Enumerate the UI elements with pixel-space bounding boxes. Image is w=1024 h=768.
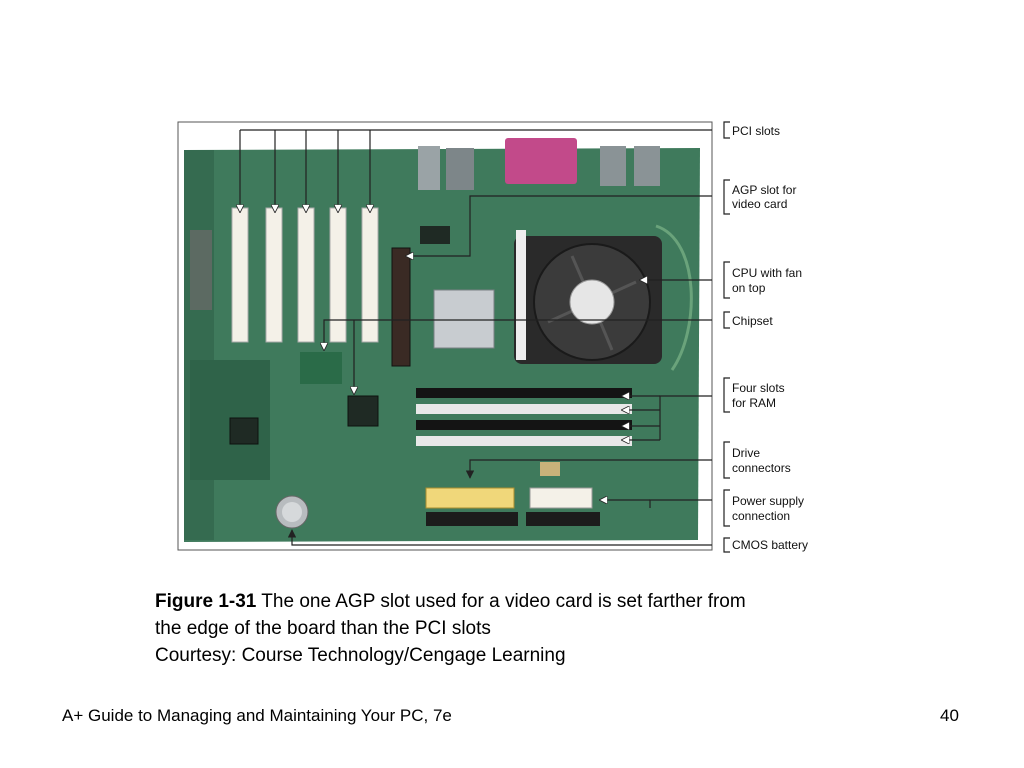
motherboard-figure: PCI slots AGP slot for video card CPU wi… xyxy=(177,121,808,553)
ram-slot xyxy=(416,420,632,430)
label-drive: Drive xyxy=(732,446,760,460)
pci-slot xyxy=(329,207,347,343)
chipset-chip xyxy=(347,395,379,427)
pci-slot xyxy=(361,207,379,343)
callout-labels: PCI slots AGP slot for video card CPU wi… xyxy=(732,124,808,552)
ram-slot xyxy=(416,388,632,398)
label-cmos: CMOS battery xyxy=(732,538,808,552)
caption-courtesy: Courtesy: Course Technology/Cengage Lear… xyxy=(155,645,566,666)
agp-slot xyxy=(391,247,411,367)
pci-slot xyxy=(265,207,283,343)
caption-text-1: The one AGP slot used for a video card i… xyxy=(256,591,746,612)
ram-slot xyxy=(416,436,632,446)
figure-caption: Figure 1-31 The one AGP slot used for a … xyxy=(155,588,875,669)
label-chipset: Chipset xyxy=(732,314,773,328)
parallel-port xyxy=(505,138,577,184)
callout-lines xyxy=(240,129,712,546)
ram-slot xyxy=(416,404,632,414)
label-ram-2: for RAM xyxy=(732,396,776,410)
label-power: Power supply xyxy=(732,494,804,508)
pci-slot xyxy=(297,207,315,343)
label-agp-slot-2: video card xyxy=(732,197,787,211)
ide-connector xyxy=(425,487,515,509)
caption-line-2: the edge of the board than the PCI slots xyxy=(155,618,491,639)
caption-line-1: Figure 1-31 The one AGP slot used for a … xyxy=(155,588,875,615)
label-pci-slots: PCI slots xyxy=(732,124,780,138)
label-agp-slot: AGP slot for xyxy=(732,183,796,197)
figure-number: Figure 1-31 xyxy=(155,591,257,612)
power-connector xyxy=(529,487,593,509)
label-power-2: connection xyxy=(732,509,790,523)
label-cpu: CPU with fan xyxy=(732,266,802,280)
label-ram: Four slots xyxy=(732,381,785,395)
footer-book-title: A+ Guide to Managing and Maintaining You… xyxy=(62,706,452,725)
footer-page-number: 40 xyxy=(940,706,959,725)
pci-slot xyxy=(231,207,249,343)
label-drive-2: connectors xyxy=(732,461,791,475)
label-brackets xyxy=(723,121,730,553)
motherboard-photo xyxy=(184,138,700,542)
label-cpu-2: on top xyxy=(732,281,766,295)
northbridge-heatsink xyxy=(433,289,495,349)
